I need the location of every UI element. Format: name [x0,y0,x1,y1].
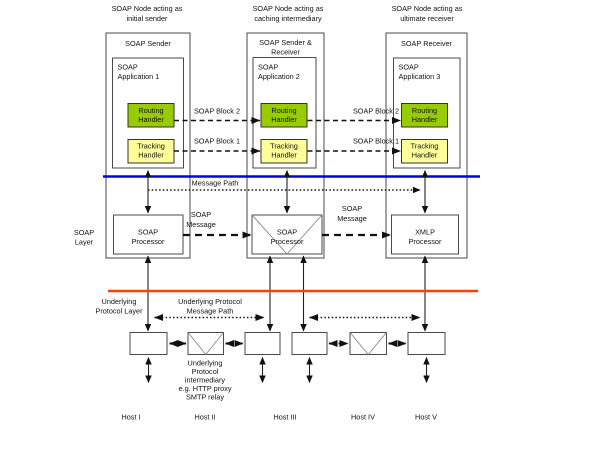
underlying-layer-label-line2: Protocol Layer [95,307,143,316]
intermediary-label-line5: SMTP relay [186,393,224,402]
host2-label: Host II [194,413,215,422]
routing-handler-1-line2: Handler [138,115,164,124]
host3-unit-box-right [291,332,328,355]
soap-layer-label-line2: Layer [75,238,94,247]
soap-node-initial-sender: SOAP Sender SOAP Application 1 Routing H… [105,32,191,259]
soap-node-caching-intermediary: SOAP Sender & Receiver SOAP Application … [246,32,325,259]
routing-handler-2-line2: Handler [271,115,297,124]
soap-processor-1-line2: Processor [132,237,165,246]
node2-caption-line2: caching intermediary [254,14,322,23]
soap-sender-title: SOAP Sender [125,39,171,48]
underlying-layer-label-line1: Underlying [102,297,137,306]
soap-block1-label-left: SOAP Block 1 [194,137,240,146]
soap-node-ultimate-receiver: SOAP Receiver SOAP Application 3 Routing… [385,32,468,259]
xmlp-processor-box [391,214,459,255]
host2-intermediary-box [187,332,224,355]
soap-message-label-right-line1: SOAP [342,204,362,213]
host3-label: Host III [273,413,296,422]
node3-caption-line2: ultimate receiver [400,14,454,23]
host4-label: Host IV [351,413,375,422]
intermediary-label-line3: intermediary [185,376,225,385]
soap-message-label-right-line2: Message [337,214,367,223]
routing-handler-2-box [260,103,308,128]
app3-label-line1: SOAP [399,63,419,72]
soap-sender-receiver-title-line2: Receiver [271,48,300,57]
tracking-handler-3-line2: Handler [412,151,438,160]
soap-block1-label-right: SOAP Block 1 [353,137,399,146]
routing-handler-3-line1: Routing [412,106,437,115]
soap-block2-label-left: SOAP Block 2 [194,107,240,116]
tracking-handler-2-box [260,139,308,164]
app3-label-line2: Application 3 [399,72,441,81]
host4-envelope-right [367,332,387,355]
xmlp-processor-line2: Processor [409,237,442,246]
processor-2-envelope-right [286,214,323,255]
underlying-path-label-line2: Message Path [187,307,234,316]
underlying-path-label-line1: Underlying Protocol [178,297,242,306]
node1-caption-line1: SOAP Node acting as [112,4,183,13]
host3-unit-box-left [244,332,281,355]
host2-envelope-right [205,332,224,355]
routing-handler-1-line1: Routing [138,106,163,115]
host4-envelope-left [349,332,369,355]
tracking-handler-2-line2: Handler [271,151,297,160]
node1-caption-line2: initial sender [127,14,169,23]
app1-label-line2: Application 1 [118,72,160,81]
intermediary-label-line4: e.g. HTTP proxy [179,384,232,393]
host5-label: Host V [415,413,437,422]
soap-processor-2-line1: SOAP [277,228,297,237]
soap-processor-1-line1: SOAP [138,228,158,237]
tracking-handler-3-line1: Tracking [411,142,439,151]
processor-2-envelope-left [251,214,288,255]
routing-handler-3-line2: Handler [412,115,438,124]
host2-envelope-left [187,332,207,355]
soap-message-label-left-line2: Message [186,220,216,229]
soap-sender-receiver-title-line1: SOAP Sender & [259,38,312,47]
routing-handler-2-line1: Routing [271,106,296,115]
tracking-handler-3-box [401,139,448,164]
node2-caption-line1: SOAP Node acting as [253,4,324,13]
host1-label: Host I [121,413,140,422]
message-path-label: Message Path [192,179,239,188]
tracking-handler-1-line2: Handler [138,151,164,160]
soap-block2-label-right: SOAP Block 2 [353,107,399,116]
tracking-handler-1-line1: Tracking [137,142,165,151]
soap-message-label-left-line1: SOAP [191,210,211,219]
tracking-handler-2-line1: Tracking [270,142,298,151]
host5-unit-box [407,332,446,355]
host4-intermediary-box [349,332,387,355]
intermediary-label-line1: Underlying [188,359,223,368]
app1-label-line1: SOAP [118,63,138,72]
soap-processor-2-line2: Processor [271,237,304,246]
xmlp-processor-line1: XMLP [415,228,435,237]
soap-receiver-title: SOAP Receiver [401,39,453,48]
routing-handler-3-box [401,103,448,128]
soap-layer-label-line1: SOAP [74,228,94,237]
app2-label-line2: Application 2 [258,72,300,81]
host1-unit-box [129,332,168,355]
node3-caption-line1: SOAP Node acting as [392,4,463,13]
routing-handler-1-box [127,103,175,128]
app2-label-line1: SOAP [258,63,278,72]
intermediary-label-line2: Protocol [192,367,219,376]
